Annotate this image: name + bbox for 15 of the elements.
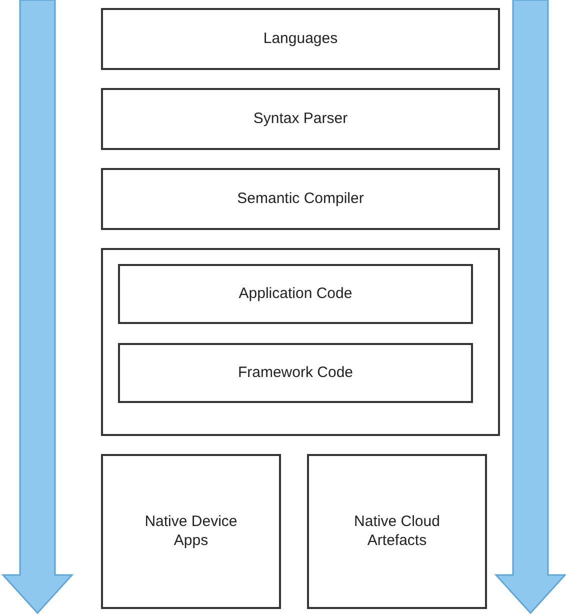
process-box bbox=[101, 8, 500, 70]
box-label: Native Cloud Artefacts bbox=[353, 512, 441, 550]
box-label: Application Code bbox=[238, 284, 354, 304]
container-box bbox=[101, 248, 500, 436]
box-label: Languages bbox=[262, 30, 339, 48]
process-box bbox=[101, 454, 281, 609]
process-box bbox=[118, 343, 473, 403]
process-box bbox=[101, 168, 500, 230]
process-box bbox=[101, 88, 500, 150]
process-box bbox=[307, 454, 487, 609]
box-label: Semantic Compiler bbox=[236, 190, 365, 208]
box-label: Framework Code bbox=[236, 364, 354, 382]
box-label: Native Device Apps bbox=[144, 512, 238, 550]
process-box bbox=[118, 264, 473, 324]
box-label: Syntax Parser bbox=[252, 110, 349, 128]
